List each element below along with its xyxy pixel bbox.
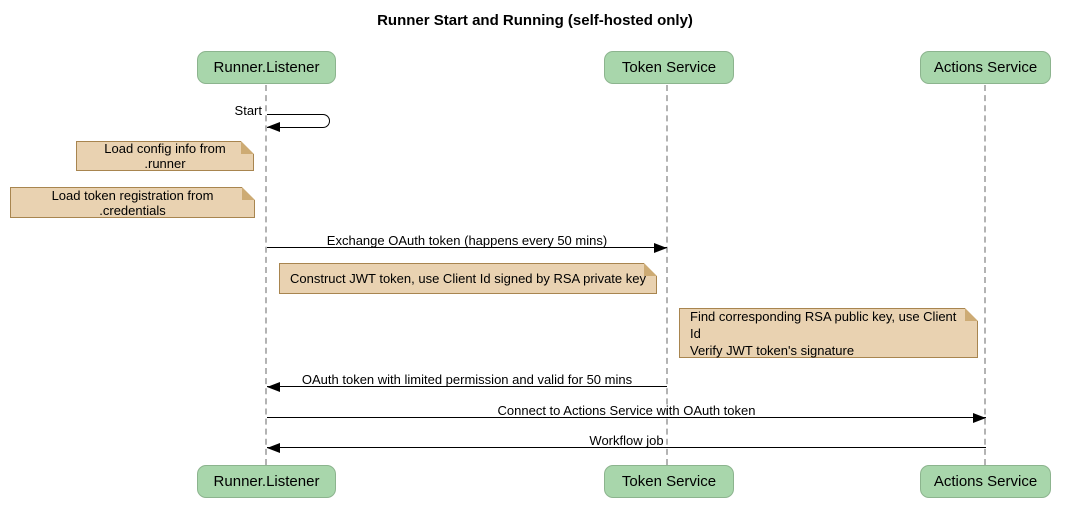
participant-label: Token Service: [621, 473, 717, 490]
note-construct-jwt: Construct JWT token, use Client Id signe…: [279, 263, 657, 294]
arrowhead-start: [267, 122, 280, 132]
participant-label: Runner.Listener: [213, 59, 320, 76]
note-text: Find corresponding RSA public key, use C…: [690, 308, 957, 358]
note-text: Construct JWT token, use Client Id signe…: [290, 271, 646, 286]
note-text: Load config info from .runner: [104, 141, 226, 171]
participant-label: Actions Service: [933, 473, 1038, 490]
message-self-loop-start: [267, 114, 330, 128]
message-line-oauth-return: [267, 386, 667, 387]
lifeline-actions-service: [984, 85, 986, 465]
lifeline-runner-listener: [265, 85, 267, 465]
arrowhead-oauth-return: [267, 382, 280, 392]
note-load-token-registration: Load token registration from .credential…: [10, 187, 255, 218]
arrowhead-connect-actions: [973, 413, 986, 423]
note-text: Load token registration from .credential…: [51, 187, 214, 218]
message-label-oauth-return: OAuth token with limited permission and …: [301, 372, 633, 387]
message-label-workflow-job: Workflow job: [589, 433, 664, 448]
message-label-start: Start: [234, 103, 262, 118]
arrowhead-workflow-job: [267, 443, 280, 453]
message-line-workflow-job: [267, 447, 986, 448]
message-label-connect-actions: Connect to Actions Service with OAuth to…: [497, 403, 756, 418]
participant-bottom-runner-listener: Runner.Listener: [197, 465, 336, 498]
participant-top-runner-listener: Runner.Listener: [197, 51, 336, 84]
participant-label: Runner.Listener: [213, 473, 320, 490]
note-verify-jwt: Find corresponding RSA public key, use C…: [679, 308, 978, 358]
participant-top-token-service: Token Service: [604, 51, 734, 84]
message-label-exchange-oauth: Exchange OAuth token (happens every 50 m…: [326, 233, 608, 248]
participant-top-actions-service: Actions Service: [920, 51, 1051, 84]
arrowhead-exchange-oauth: [654, 243, 667, 253]
message-line-connect-actions: [267, 417, 986, 418]
note-load-config: Load config info from .runner: [76, 141, 254, 171]
participant-bottom-token-service: Token Service: [604, 465, 734, 498]
participant-bottom-actions-service: Actions Service: [920, 465, 1051, 498]
message-line-exchange-oauth: [267, 247, 667, 248]
participant-label: Token Service: [621, 59, 717, 76]
lifeline-token-service: [666, 85, 668, 465]
diagram-title: Runner Start and Running (self-hosted on…: [377, 12, 693, 29]
participant-label: Actions Service: [933, 59, 1038, 76]
